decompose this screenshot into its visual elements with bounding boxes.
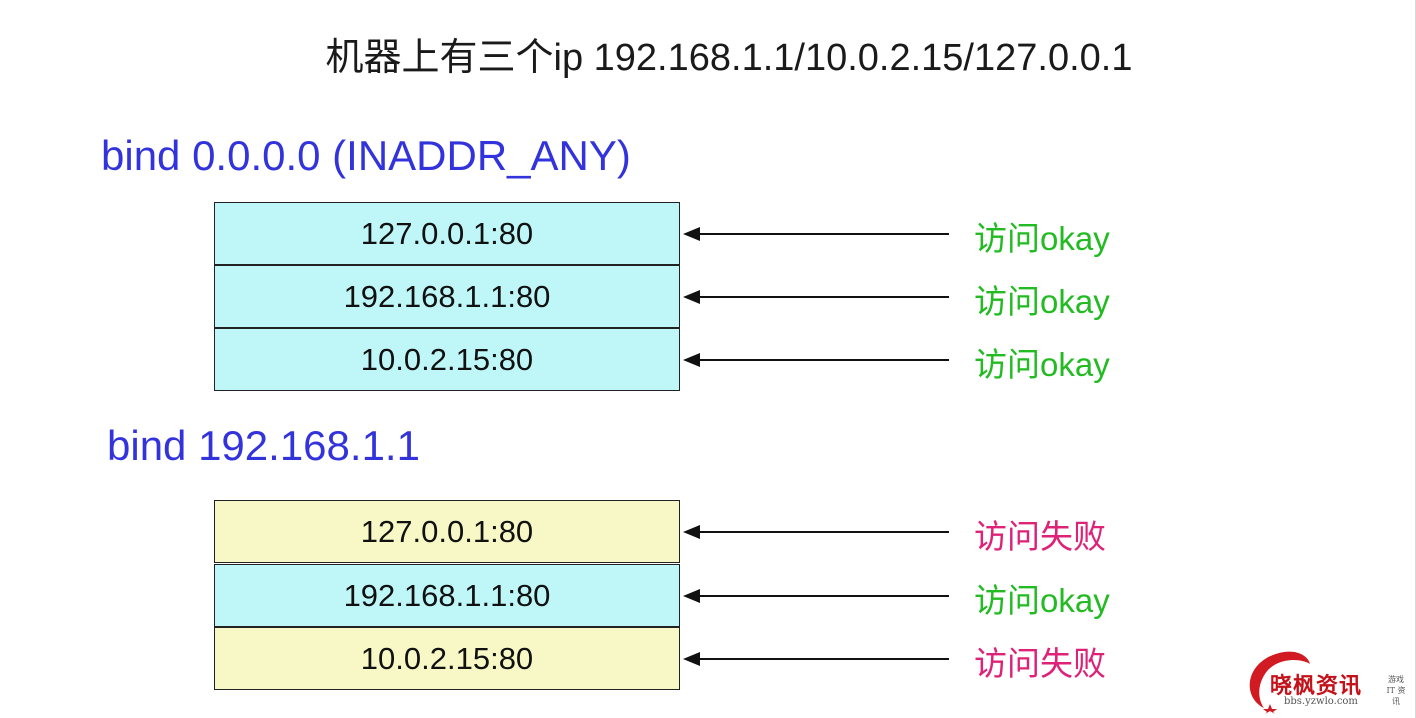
address-cell: 10.0.2.15:80	[214, 328, 680, 391]
watermark-name: 晓枫资讯	[1270, 673, 1363, 698]
address-cell: 192.168.1.1:80	[214, 564, 680, 627]
address-cell: 10.0.2.15:80	[214, 627, 680, 690]
address-row: 127.0.0.1:80 访问失败	[0, 500, 1416, 563]
access-status: 访问okay	[974, 582, 1110, 619]
arrow-icon	[683, 290, 949, 304]
diagram-title: 机器上有三个ip 192.168.1.1/10.0.2.15/127.0.0.1	[325, 37, 1133, 79]
address-row: 10.0.2.15:80 访问失败	[0, 627, 1416, 690]
access-status: 访问okay	[974, 283, 1110, 320]
address-row: 192.168.1.1:80 访问okay	[0, 265, 1416, 328]
address-row: 192.168.1.1:80 访问okay	[0, 564, 1416, 627]
arrow-icon	[683, 589, 949, 603]
arrow-icon	[683, 227, 949, 241]
address-row: 127.0.0.1:80 访问okay	[0, 202, 1416, 265]
arrow-icon	[683, 353, 949, 367]
access-status: 访问失败	[974, 518, 1106, 555]
address-row: 10.0.2.15:80 访问okay	[0, 328, 1416, 391]
watermark-url: bbs.yzwlo.com	[1284, 696, 1358, 707]
access-status: 访问okay	[974, 220, 1110, 257]
access-status: 访问okay	[974, 346, 1110, 383]
arrow-icon	[683, 525, 949, 539]
watermark-logo: 晓枫资讯 bbs.yzwlo.com 游戏 IT 资讯	[1240, 644, 1412, 714]
section-heading-bind-specific: bind 192.168.1.1	[107, 422, 420, 469]
section-heading-bind-any: bind 0.0.0.0 (INADDR_ANY)	[101, 132, 631, 179]
access-status: 访问失败	[974, 645, 1106, 682]
logo-swoosh-icon	[1249, 651, 1310, 714]
address-cell: 127.0.0.1:80	[214, 202, 680, 265]
watermark-side-text: 游戏 IT 资讯	[1386, 675, 1406, 706]
address-cell: 127.0.0.1:80	[214, 500, 680, 563]
address-cell: 192.168.1.1:80	[214, 265, 680, 328]
arrow-icon	[683, 652, 949, 666]
